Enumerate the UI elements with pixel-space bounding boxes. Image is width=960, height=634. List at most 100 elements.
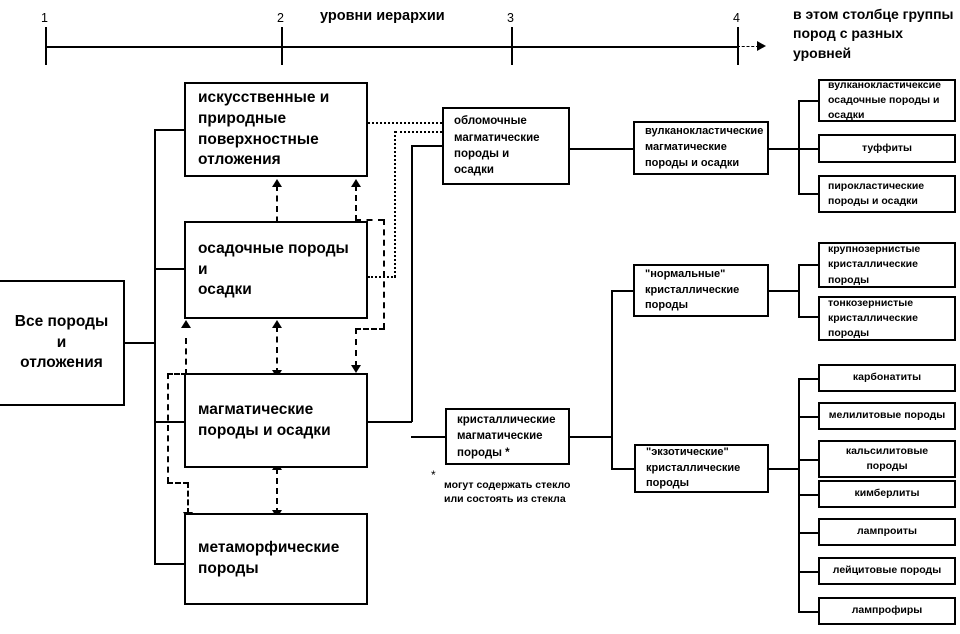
arrow-down-icon-right-magmatic xyxy=(351,365,361,373)
connector-leaf-leucitite xyxy=(798,571,819,573)
connector-leaf-lamproite xyxy=(798,532,819,534)
connector-level3-spine xyxy=(411,145,413,422)
dashed-link-left-elbow-top xyxy=(167,373,187,375)
box-normal-crystalline-rocks[interactable]: "нормальные" кристаллические породы xyxy=(633,264,769,317)
box-volcaniclastic-magmatic-rocks-label: вулканокластические магматические породы… xyxy=(645,125,764,169)
connector-leaf-carbonatite xyxy=(798,378,819,380)
connector-leaf-volcaniclastic-sedimentary xyxy=(798,100,819,102)
arrow-up-icon-right-surface xyxy=(351,179,361,187)
box-melilitite-rocks[interactable]: мелилитовые породы xyxy=(818,402,956,430)
box-lamprophyre[interactable]: лампрофиры xyxy=(818,597,956,625)
axis-tick-2 xyxy=(281,27,283,65)
dashed-link-sedimentary-magmatic xyxy=(276,326,278,374)
box-kalsilitite-rocks[interactable]: кальсилитовые породы xyxy=(818,440,956,478)
dotted-link-surface-to-clastic xyxy=(368,122,442,124)
box-lamproite-label: лампроиты xyxy=(856,525,917,538)
connector-leaf-lamprophyre xyxy=(798,611,819,613)
footnote-star: * xyxy=(431,468,436,482)
box-pyroclastic-rocks[interactable]: пирокластические породы и осадки xyxy=(818,175,956,213)
connector-magmatic-out xyxy=(368,421,412,423)
box-clastic-magmatic-rocks-label: обломочные магматические породы и осадки xyxy=(454,115,540,177)
box-artificial-natural-surface-deposits[interactable]: искусственные и природные поверхностные … xyxy=(184,82,368,177)
box-exotic-crystalline-rocks[interactable]: "экзотические" кристаллические породы xyxy=(634,444,769,493)
box-lamprophyre-label: лампрофиры xyxy=(851,604,923,617)
connector-to-metamorphic xyxy=(154,563,185,565)
hierarchy-axis-arrow-icon xyxy=(757,41,766,51)
box-pyroclastic-rocks-label: пирокластические породы и осадки xyxy=(828,179,925,207)
connector-level2-spine xyxy=(154,129,156,565)
box-fine-grained-crystalline-rocks[interactable]: тонкозернистые кристаллические породы xyxy=(818,296,956,341)
box-magmatic-rocks-and-sediments[interactable]: магматические породы и осадки xyxy=(184,373,368,468)
dashed-link-surface-sedimentary xyxy=(276,185,278,233)
right-column-title: в этом столбце группы пород с разных уро… xyxy=(793,6,954,61)
box-all-rocks-and-deposits-label: Все породы и отложения xyxy=(14,312,109,372)
box-magmatic-rocks-and-sediments-label: магматические породы и осадки xyxy=(198,400,331,439)
box-crystalline-magmatic-rocks[interactable]: кристаллические магматические породы * xyxy=(445,408,570,465)
box-leucitite-rocks-label: лейцитовые породы xyxy=(832,564,942,577)
box-leucitite-rocks[interactable]: лейцитовые породы xyxy=(818,557,956,585)
dashed-link-right-drop xyxy=(383,219,385,329)
connector-to-crystalline-magmatic xyxy=(411,436,445,438)
arrow-up-icon-surface xyxy=(272,179,282,187)
box-carbonatite-label: карбонатиты xyxy=(852,371,922,384)
axis-tick-label-4: 4 xyxy=(733,11,740,25)
axis-tick-4 xyxy=(737,27,739,65)
connector-to-surface-deposits xyxy=(154,129,185,131)
box-sedimentary-rocks-and-sediments[interactable]: осадочные породы и осадки xyxy=(184,221,368,319)
axis-tick-3 xyxy=(511,27,513,65)
dotted-link-vertical xyxy=(394,131,396,277)
box-volcaniclastic-sedimentary-rocks[interactable]: вулканокластичексие осадочные породы и о… xyxy=(818,79,956,122)
box-all-rocks-and-deposits[interactable]: Все породы и отложения xyxy=(0,280,125,406)
box-lamproite[interactable]: лампроиты xyxy=(818,518,956,546)
dotted-link-sedimentary-to-clastic xyxy=(395,131,442,133)
axis-tick-label-2: 2 xyxy=(277,11,284,25)
connector-to-magmatic xyxy=(154,421,185,423)
box-coarse-grained-crystalline-rocks-label: крупнозернистые кристаллические породы xyxy=(828,243,921,286)
dashed-link-right-elbow-top xyxy=(355,219,384,221)
connector-normal-out xyxy=(769,290,799,292)
box-carbonatite[interactable]: карбонатиты xyxy=(818,364,956,392)
box-exotic-crystalline-rocks-label: "экзотические" кристаллические породы xyxy=(646,445,741,490)
levels-title: уровни иерархии xyxy=(320,8,445,24)
connector-leaf-kimberlite xyxy=(798,494,819,496)
dashed-link-left-elbow-bottom xyxy=(167,482,189,484)
arrow-up-icon-sedimentary xyxy=(272,320,282,328)
box-metamorphic-rocks[interactable]: метаморфические породы xyxy=(184,513,368,605)
dashed-link-left-riser xyxy=(185,338,187,375)
connector-root-out xyxy=(125,342,155,344)
box-metamorphic-rocks-label: метаморфические породы xyxy=(198,539,340,577)
box-volcaniclastic-magmatic-rocks[interactable]: вулканокластические магматические породы… xyxy=(633,121,769,175)
box-tuffite-label: туффиты xyxy=(861,141,913,154)
connector-to-exotic-crystalline xyxy=(611,468,635,470)
hierarchy-axis-line xyxy=(45,46,737,48)
connector-leaf-kalsilitite xyxy=(798,459,819,461)
connector-to-normal-crystalline xyxy=(611,290,634,292)
connector-leaf-tuffite xyxy=(798,148,819,150)
connector-leaf-coarse-grained xyxy=(798,264,819,266)
box-tuffite[interactable]: туффиты xyxy=(818,134,956,163)
connector-exotic-out xyxy=(769,468,799,470)
connector-leaf-melilitite xyxy=(798,416,819,418)
box-kalsilitite-rocks-label: кальсилитовые породы xyxy=(845,444,929,472)
box-coarse-grained-crystalline-rocks[interactable]: крупнозернистые кристаллические породы xyxy=(818,242,956,288)
box-kimberlite[interactable]: кимберлиты xyxy=(818,480,956,508)
dashed-link-right-elbow-bottom xyxy=(355,328,385,330)
dashed-link-right-to-magmatic xyxy=(355,328,357,367)
connector-volcaniclastic-spine xyxy=(798,100,800,195)
connector-leaf-fine-grained xyxy=(798,316,819,318)
arrow-up-icon-left-sedimentary xyxy=(181,320,191,328)
box-sedimentary-rocks-and-sediments-label: осадочные породы и осадки xyxy=(198,239,349,299)
box-clastic-magmatic-rocks[interactable]: обломочные магматические породы и осадки xyxy=(442,107,570,185)
connector-to-sedimentary xyxy=(154,268,185,270)
footnote-text: могут содержать стекло или состоять из с… xyxy=(444,479,571,506)
connector-level4-spine xyxy=(611,290,613,469)
dotted-link-to-sedimentary-box xyxy=(368,276,396,278)
box-volcaniclastic-sedimentary-rocks-label: вулканокластичексие осадочные породы и о… xyxy=(828,78,941,122)
box-kimberlite-label: кимберлиты xyxy=(854,487,920,500)
dashed-link-left-drop xyxy=(167,373,169,483)
connector-leaf-pyroclastic xyxy=(798,193,819,195)
box-fine-grained-crystalline-rocks-label: тонкозернистые кристаллические породы xyxy=(828,296,918,340)
axis-tick-label-3: 3 xyxy=(507,11,514,25)
axis-tick-label-1: 1 xyxy=(41,11,48,25)
connector-volcaniclastic-out xyxy=(769,148,799,150)
